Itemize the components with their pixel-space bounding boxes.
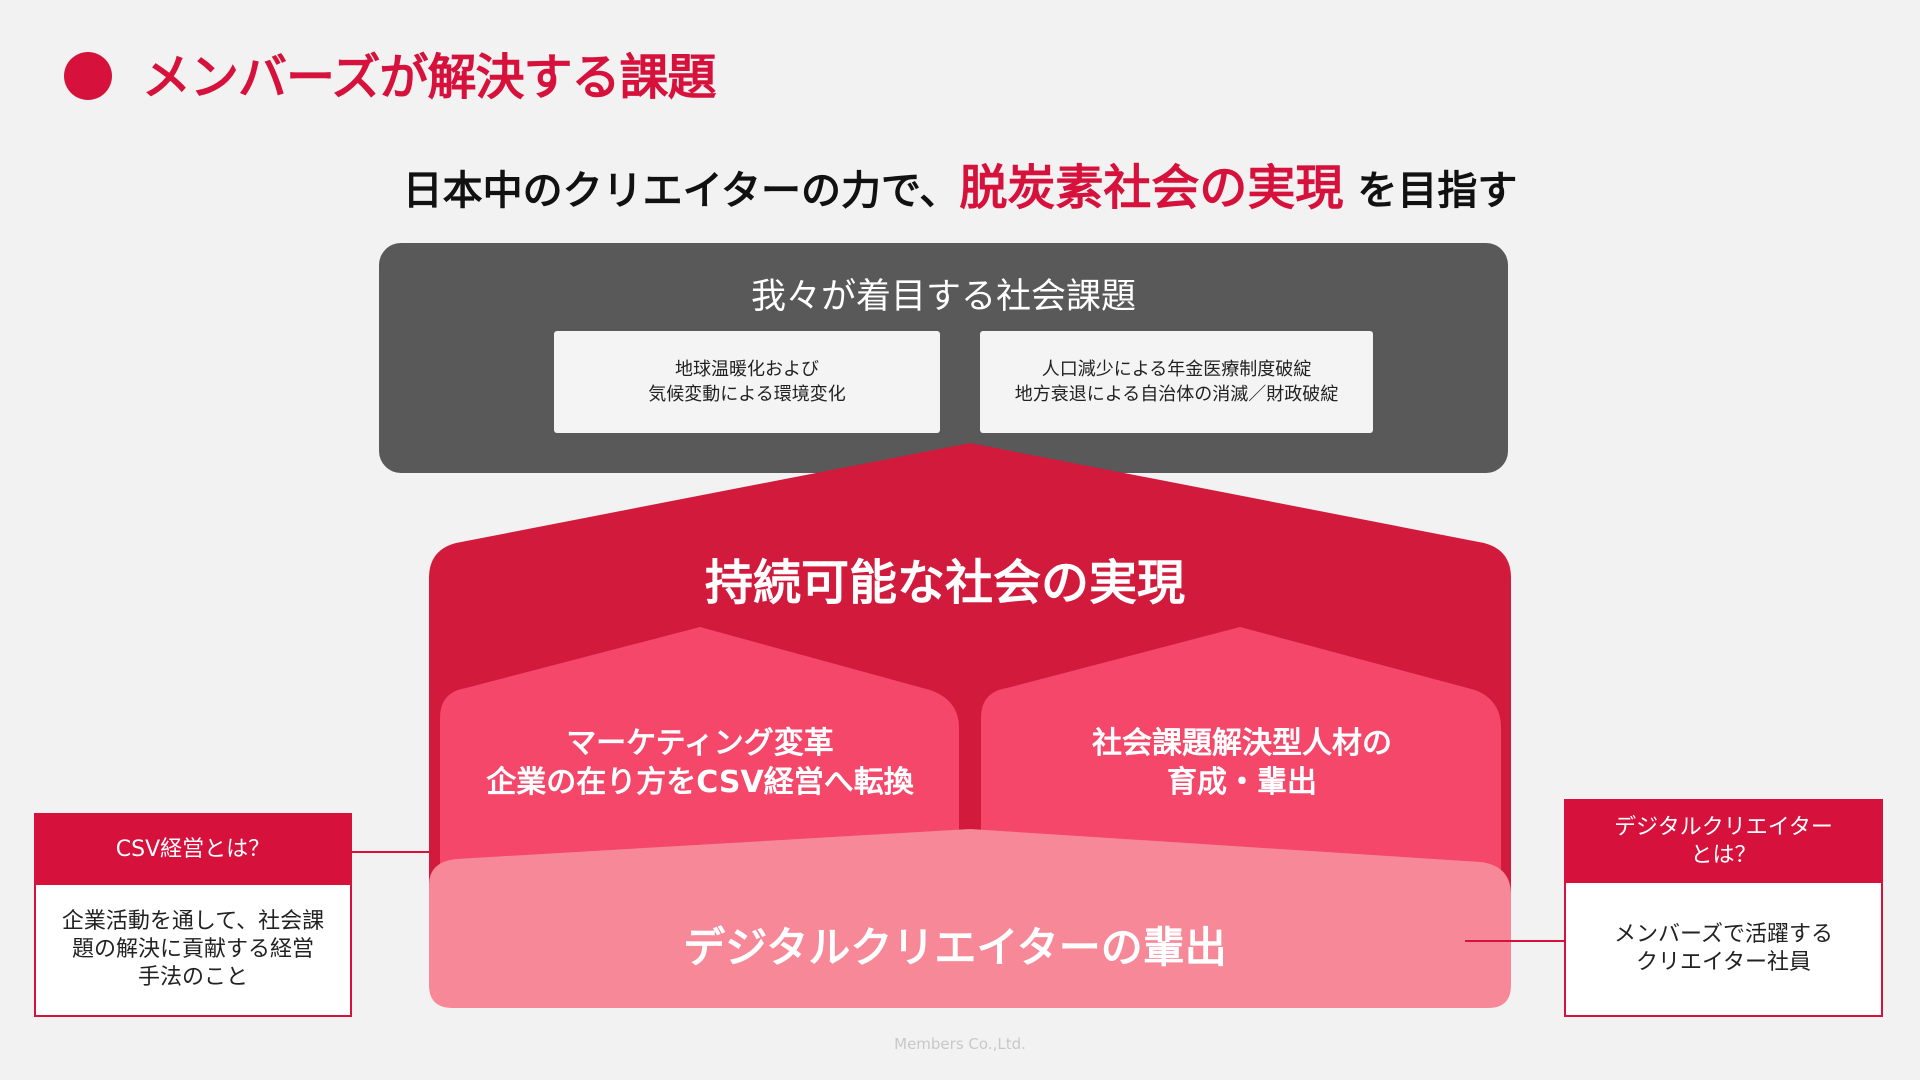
csv-callout-title: CSV経営とは？ [36,815,350,885]
social-issue-card: 地球温暖化および 気候変動による環境変化 [554,331,940,433]
pillar-right-shape [981,627,1501,890]
pillar-left-shape [440,627,959,890]
subtitle-suffix: を目指す [1343,168,1518,214]
creator-callout-title: デジタルクリエイター とは？ [1566,801,1881,883]
pillar-left-label: マーケティング変革 企業の在り方をCSV経営へ転換 [486,726,914,800]
subtitle-prefix: 日本中のクリエイターの力で、 [402,168,960,214]
social-issues-title: 我々が着目する社会課題 [750,277,1136,317]
creator-callout: デジタルクリエイター とは？ メンバーズで活躍する クリエイター社員 [1564,799,1883,1017]
page-title: メンバーズが解決する課題 [142,49,717,106]
house-base-shape [429,829,1511,1008]
creator-callout-body: メンバーズで活躍する クリエイター社員 [1614,922,1833,975]
page-subtitle: 日本中のクリエイターの力で、脱炭素社会の実現 を目指す [0,148,1920,218]
social-issue-card: 人口減少による年金医療制度破綻 地方衰退による自治体の消滅／財政破綻 [980,331,1373,433]
pillar-right-label: 社会課題解決型人材の 育成・輩出 [1092,726,1392,800]
house-base-label: デジタルクリエイターの輩出 [683,923,1227,972]
csv-callout-body: 企業活動を通して、社会課 題の解決に貢献する経営 手法のこと [61,909,325,990]
house-roof-title: 持続可能な社会の実現 [704,555,1185,611]
footer-copyright: Members Co.,Ltd. [894,1035,1026,1053]
subtitle-accent: 脱炭素社会の実現 [959,160,1344,216]
csv-callout: CSV経営とは？ 企業活動を通して、社会課 題の解決に貢献する経営 手法のこと [34,813,352,1017]
title-bullet-icon [64,52,112,100]
